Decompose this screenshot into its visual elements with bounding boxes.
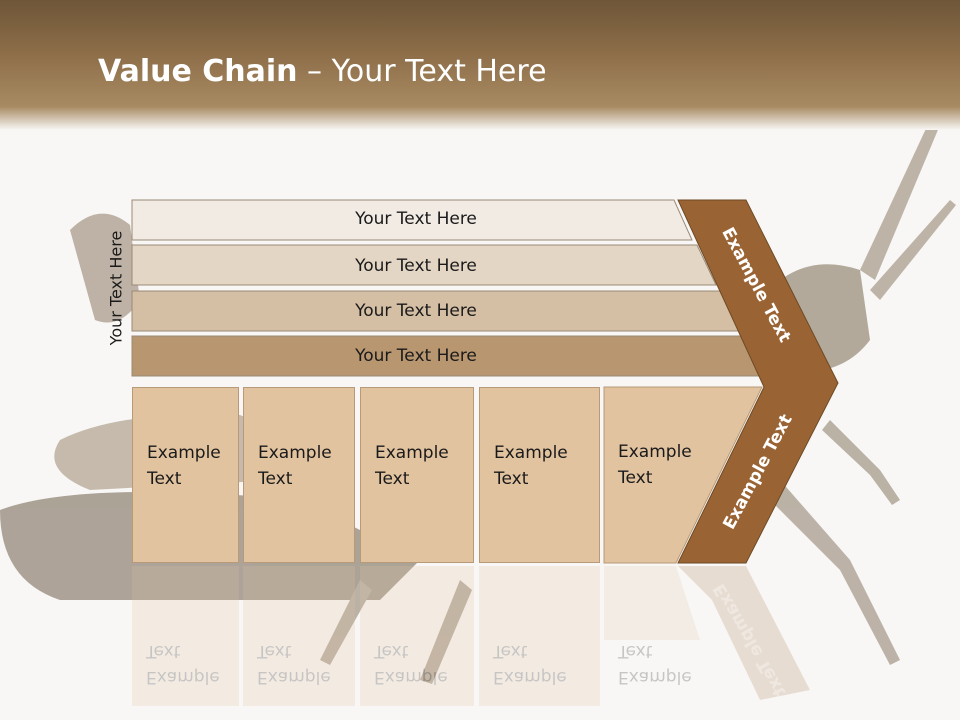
row-label-3: Your Text Here bbox=[355, 301, 477, 321]
row-bar-2 bbox=[131, 244, 717, 286]
reflection-label: Example Text bbox=[493, 641, 567, 687]
header-band bbox=[0, 0, 960, 130]
activity-box-label: Example Text bbox=[147, 443, 221, 489]
reflection-label: Example Text bbox=[146, 641, 220, 687]
box-5-reflection-shape bbox=[604, 566, 700, 640]
box-3-reflection: Example Text bbox=[360, 566, 474, 706]
box-2-reflection: Example Text bbox=[243, 566, 355, 706]
activity-box-label: Example Text bbox=[258, 443, 332, 489]
reflection-label: Example Text bbox=[618, 641, 692, 687]
title-bold: Value Chain bbox=[98, 54, 298, 89]
box-5-reflection: Example Text bbox=[604, 566, 714, 706]
row-bar-1 bbox=[131, 199, 693, 241]
row-label-4: Your Text Here bbox=[355, 346, 477, 366]
reflection-label: Example Text bbox=[257, 641, 331, 687]
chevron-reflection bbox=[678, 566, 810, 700]
activity-box-3: Example Text bbox=[360, 387, 474, 563]
box-1-reflection: Example Text bbox=[132, 566, 239, 706]
reflection-label: Example Text bbox=[374, 641, 448, 687]
activity-box-4: Example Text bbox=[479, 387, 600, 563]
activity-box-label: Example Text bbox=[375, 443, 449, 489]
activity-box-5-label: Example Text bbox=[618, 442, 692, 488]
row-label-2: Your Text Here bbox=[355, 256, 477, 276]
box-5-shape bbox=[603, 386, 763, 564]
row-label-1: Your Text Here bbox=[355, 209, 477, 229]
title-rest: – Your Text Here bbox=[297, 54, 547, 89]
activity-box-2: Example Text bbox=[243, 387, 355, 563]
value-chain-chevron bbox=[677, 199, 839, 564]
page-title: Value Chain – Your Text Here bbox=[98, 54, 547, 89]
activity-box-1: Example Text bbox=[132, 387, 239, 563]
activity-box-label: Example Text bbox=[494, 443, 568, 489]
box-4-reflection: Example Text bbox=[479, 566, 600, 706]
